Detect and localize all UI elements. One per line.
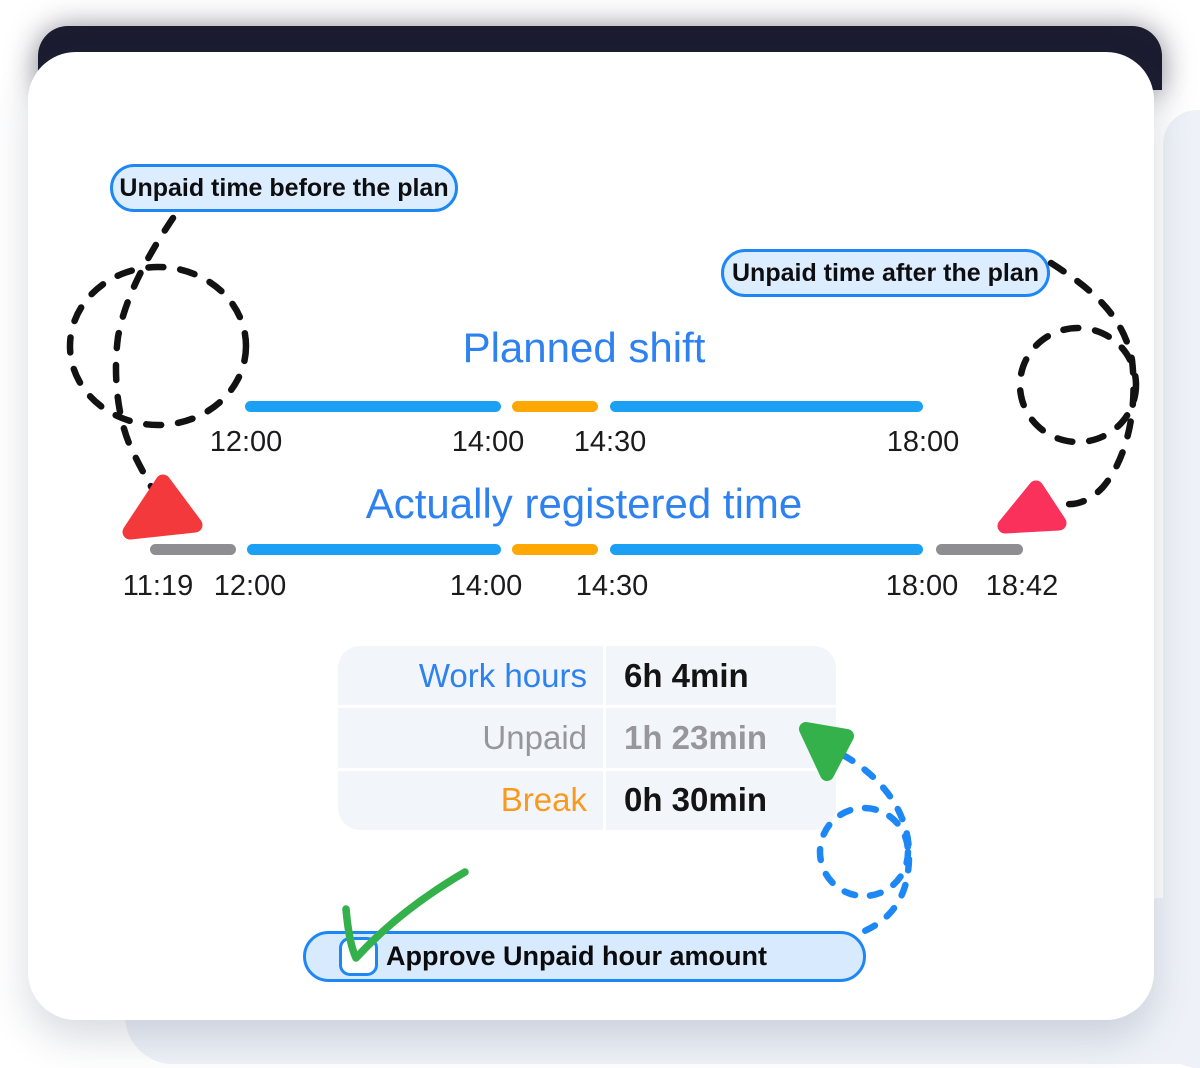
dashed-arrow-right bbox=[1047, 259, 1137, 508]
registered-unpaid-segment-before bbox=[150, 544, 236, 555]
summary-value-unpaid: 1h 23min bbox=[606, 708, 836, 768]
planned-shift-title: Planned shift bbox=[462, 324, 706, 371]
callout-unpaid-after-label: Unpaid time after the plan bbox=[732, 258, 1039, 287]
summary-value-break: 0h 30min bbox=[606, 770, 836, 830]
arrowhead-pink-icon bbox=[997, 480, 1067, 534]
dashed-arrow-left bbox=[112, 214, 177, 498]
arrowhead-red-icon bbox=[122, 474, 203, 540]
tick-label: 12:00 bbox=[213, 570, 287, 602]
planned-break-segment bbox=[512, 401, 598, 412]
tick-label: 18:00 bbox=[886, 426, 960, 458]
tick-label: 14:30 bbox=[575, 570, 649, 602]
approve-button-label: Approve Unpaid hour amount bbox=[386, 941, 767, 971]
tick-label: 14:30 bbox=[573, 426, 647, 458]
hours-summary-table: Work hours 6h 4min Unpaid 1h 23min Break… bbox=[338, 646, 836, 830]
summary-label-unpaid: Unpaid bbox=[338, 708, 603, 768]
registered-work-segment-2 bbox=[610, 544, 923, 555]
registered-work-segment-1 bbox=[247, 544, 501, 555]
planned-work-segment-1 bbox=[245, 401, 501, 412]
dashed-loop-right bbox=[1016, 324, 1140, 446]
approve-unpaid-button[interactable]: Approve Unpaid hour amount bbox=[303, 931, 866, 982]
registered-time-title: Actually registered time bbox=[365, 480, 803, 527]
callout-unpaid-after: Unpaid time after the plan bbox=[721, 249, 1050, 297]
dashed-loop-blue bbox=[816, 804, 912, 900]
summary-label-break: Break bbox=[338, 770, 603, 830]
registered-unpaid-segment-after bbox=[936, 544, 1023, 555]
dashed-arrow-blue bbox=[839, 751, 913, 937]
tick-label: 18:00 bbox=[885, 570, 959, 602]
callout-unpaid-before: Unpaid time before the plan bbox=[110, 164, 458, 212]
tick-label: 11:19 bbox=[122, 570, 194, 602]
registered-break-segment bbox=[512, 544, 598, 555]
callout-unpaid-before-label: Unpaid time before the plan bbox=[119, 173, 449, 202]
tick-label: 14:00 bbox=[451, 426, 525, 458]
tick-label: 12:00 bbox=[209, 426, 283, 458]
illustration-card: Unpaid time before the plan Unpaid time … bbox=[28, 52, 1154, 1020]
summary-label-work-hours: Work hours bbox=[338, 646, 603, 706]
tick-label: 14:00 bbox=[449, 570, 523, 602]
planned-work-segment-2 bbox=[610, 401, 923, 412]
tick-label: 18:42 bbox=[985, 570, 1059, 602]
summary-value-work-hours: 6h 4min bbox=[606, 646, 836, 706]
